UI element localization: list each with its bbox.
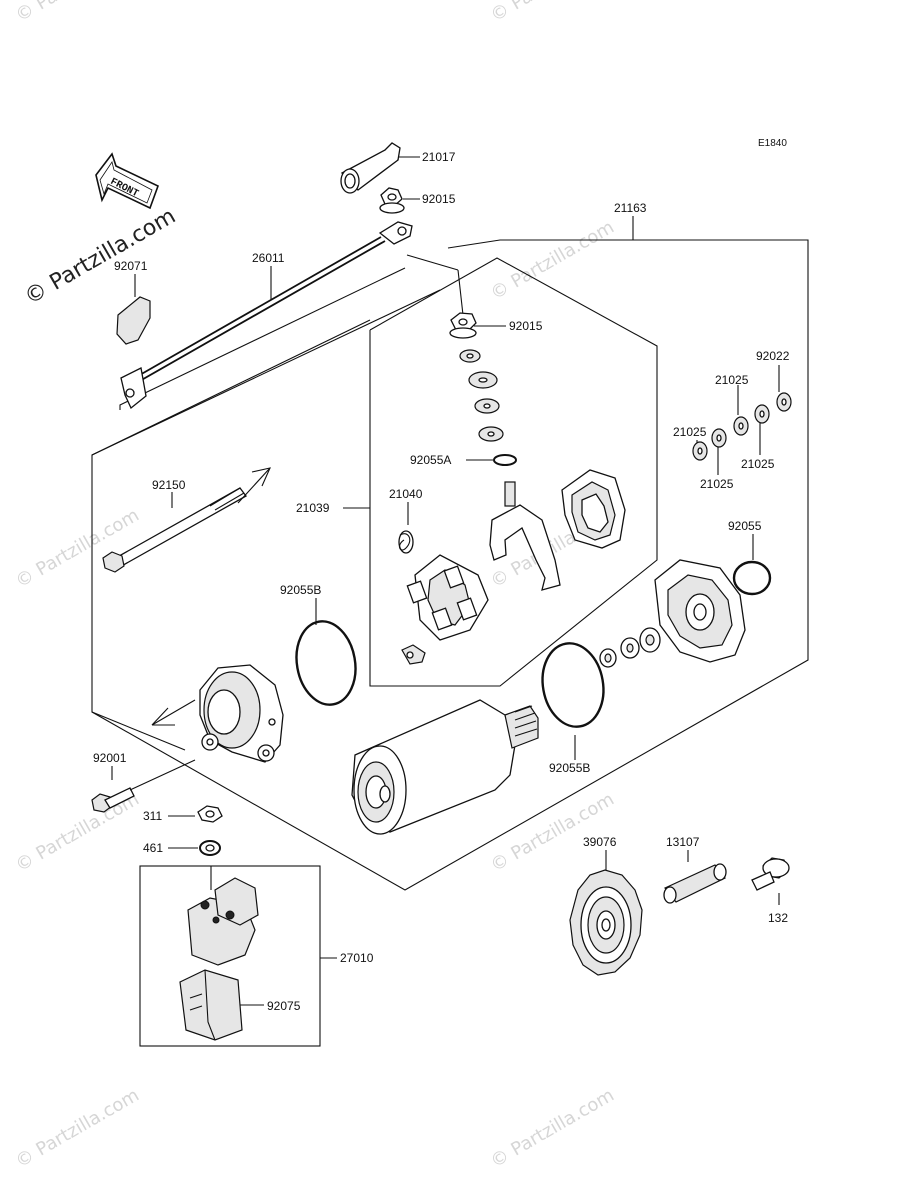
o-ring-left [295,620,357,706]
idle-gear [569,869,643,976]
nut-top [379,187,405,214]
label-21163[interactable]: 21163 [614,201,647,215]
label-311[interactable]: 311 [143,809,162,823]
label-132[interactable]: 132 [768,911,788,925]
watermark-text: © Partzilla.com [12,0,143,26]
label-21025[interactable]: 21025 [700,477,734,491]
label-21025[interactable]: 21025 [715,373,749,387]
label-92055[interactable]: 92055 [728,519,762,533]
brush-spring [398,530,426,665]
starter-cable [120,221,413,410]
o-ring-small [732,560,772,596]
part-drawings [91,142,792,1041]
label-21025[interactable]: 21025 [741,457,775,471]
o-ring-center [541,642,605,728]
label-21040[interactable]: 21040 [389,487,423,501]
front-arrow-icon: FRONT [95,152,160,210]
washer-stack-right [692,392,792,461]
watermark-text: © Partzilla.com [12,1085,143,1173]
cable-cap [116,296,151,345]
label-461[interactable]: 461 [143,841,163,855]
label-92001[interactable]: 92001 [93,751,127,765]
label-92150[interactable]: 92150 [152,478,186,492]
label-26011[interactable]: 26011 [252,251,285,265]
gear-shaft [663,863,727,904]
part-labels: 21017 92015 21163 92071 26011 92015 9202… [93,150,790,1013]
solenoid-cover [179,969,243,1041]
watermark-text: © Partzilla.com [487,1085,618,1173]
label-39076[interactable]: 39076 [583,835,617,849]
label-92015[interactable]: 92015 [422,192,456,206]
washer-stack-center [599,627,661,668]
end-cover [561,469,626,549]
label-21039[interactable]: 21039 [296,501,330,515]
front-housing [654,559,746,663]
brush-holder-plate [406,554,489,641]
terminal-bracket [489,481,561,591]
watermark-text: © Partzilla.com [487,0,618,26]
label-92071[interactable]: 92071 [114,259,148,273]
through-bolt [102,487,247,573]
watermark-main: © Partzilla.com [21,204,181,311]
label-92055B[interactable]: 92055B [549,761,590,775]
label-92022[interactable]: 92022 [756,349,790,363]
label-21017[interactable]: 21017 [422,150,456,164]
mount-bolt [91,759,196,813]
flange-bolt [751,857,790,891]
label-27010[interactable]: 27010 [340,951,374,965]
rear-housing [199,664,284,763]
label-92055B[interactable]: 92055B [280,583,321,597]
hex-nut [197,805,223,823]
watermark-text: © Partzilla.com [12,505,143,593]
label-21025[interactable]: 21025 [673,425,707,439]
group-outlines [91,239,809,1047]
label-13107[interactable]: 13107 [666,835,700,849]
label-92075[interactable]: 92075 [267,999,301,1013]
starter-motor [351,699,539,835]
diagram-code: E1840 [758,138,787,149]
nut-washer-stack [449,312,517,466]
boot-cap [340,142,401,194]
label-92015[interactable]: 92015 [509,319,543,333]
label-92055A[interactable]: 92055A [410,453,451,467]
watermark-text: © Partzilla.com [487,217,618,305]
lock-washer [199,840,221,856]
starter-solenoid [187,866,259,966]
